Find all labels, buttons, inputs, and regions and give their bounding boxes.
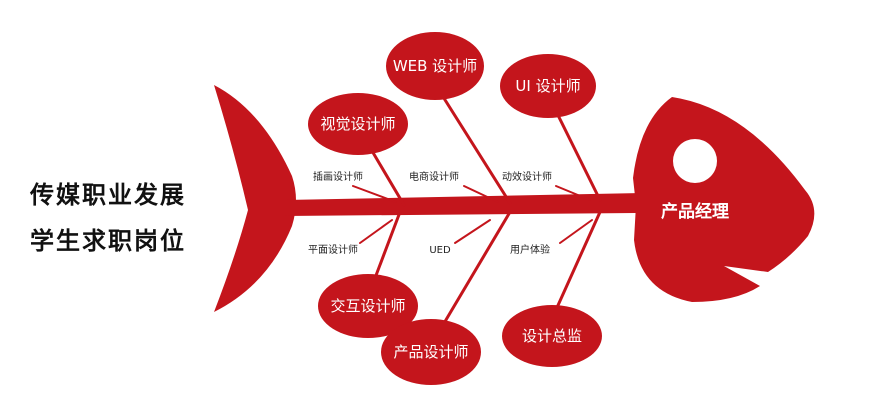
branch-bone-motion — [555, 185, 591, 201]
branch-ued-label: UED — [429, 245, 451, 256]
node-ui: UI 设计师 — [500, 54, 596, 118]
fish-tail — [214, 85, 296, 312]
node-ui-label: UI 设计师 — [515, 77, 580, 95]
node-product-label: 产品设计师 — [393, 343, 468, 361]
branch-bone-ux — [559, 219, 593, 244]
node-interaction-label: 交互设计师 — [330, 297, 405, 315]
branch-graphic-label: 平面设计师 — [308, 243, 358, 256]
title-line-2: 学生求职岗位 — [30, 227, 186, 255]
branch-illustration-label: 插画设计师 — [313, 170, 363, 183]
bone-director — [553, 210, 602, 314]
node-interaction: 交互设计师 — [318, 274, 418, 338]
diagram-title: 传媒职业发展 学生求职岗位 — [30, 172, 220, 264]
branch-ux-label: 用户体验 — [510, 243, 550, 256]
fish-spine — [285, 193, 640, 216]
fish-head — [633, 97, 815, 302]
node-web: WEB 设计师 — [386, 32, 484, 100]
branch-bone-illustration — [352, 185, 397, 203]
branch-bone-graphic — [359, 219, 393, 244]
node-web-label: WEB 设计师 — [393, 57, 477, 75]
fish-eye — [673, 139, 717, 183]
node-director-label: 设计总监 — [522, 327, 582, 345]
bone-web — [433, 82, 512, 205]
node-visual-label: 视觉设计师 — [320, 115, 395, 133]
head-label: 产品经理 — [661, 201, 729, 222]
node-director: 设计总监 — [502, 305, 602, 367]
bone-interaction — [370, 210, 402, 288]
node-visual: 视觉设计师 — [308, 93, 408, 155]
title-line-1: 传媒职业发展 — [30, 181, 186, 209]
bone-product — [435, 210, 512, 337]
branch-bone-ecommerce — [463, 185, 499, 203]
node-product: 产品设计师 — [381, 319, 481, 385]
branch-ecommerce-label: 电商设计师 — [409, 170, 459, 183]
branch-motion-label: 动效设计师 — [502, 170, 552, 183]
branch-bone-ued — [454, 219, 491, 244]
